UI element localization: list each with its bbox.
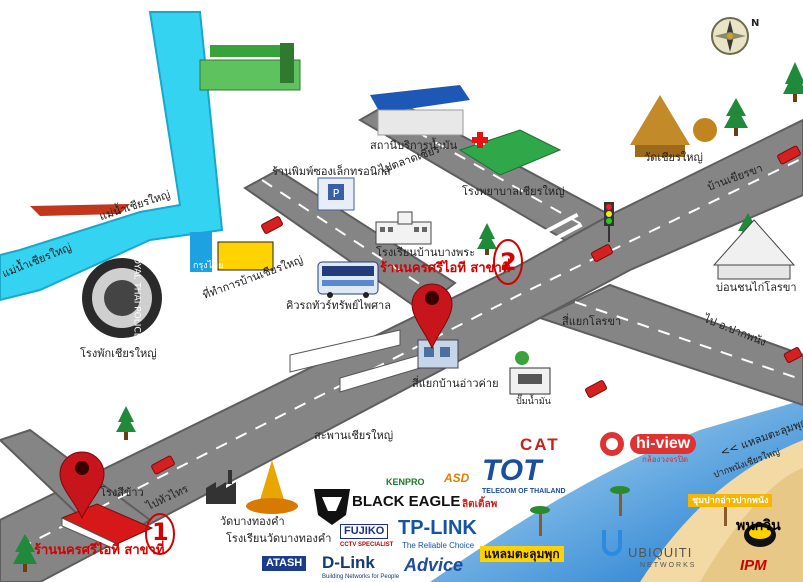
- bridge: [289, 329, 421, 393]
- shop-1-label: ร้านนครศรีไอที สาขาที่: [34, 543, 165, 558]
- ubiquiti-logo-sub: NETWORKS: [640, 562, 697, 569]
- gold-school-label: โรงเรียนวัดบางทองคำ: [226, 532, 332, 545]
- fujiko-logo: FUJIKO: [340, 524, 389, 539]
- talumpuk-logo: แหลมตะลุมพุก: [480, 546, 564, 562]
- penguin-logo: พนกวิน: [736, 517, 781, 533]
- tplink-logo-sub: The Reliable Choice: [402, 541, 475, 550]
- stadium-label: บ่อนชนไก่โลรขา: [716, 281, 797, 294]
- black-eagle-icon: [314, 489, 350, 525]
- ubiquiti-icon: [602, 530, 622, 556]
- hiview-logo: hi-view: [630, 434, 697, 454]
- atash-logo: ATASH: [262, 556, 307, 571]
- compass-icon: [711, 17, 749, 55]
- hospital-label: โรงพยาบาลเชียรใหญ่: [462, 185, 565, 198]
- kenpro-logo: KENPRO: [386, 477, 425, 487]
- road-markings: [19, 109, 803, 549]
- dlink-logo: D-Link: [322, 553, 375, 572]
- north-label: N: [751, 18, 760, 29]
- ubiquiti-logo: UBIQUITI: [628, 545, 693, 560]
- shop-2-number: 2: [500, 248, 517, 276]
- bus-icon: [317, 261, 379, 298]
- police-seal-text: ROYAL THAI POLICE: [131, 250, 142, 339]
- dlink-logo-sub: Building Networks for People: [322, 574, 400, 580]
- print-shop-icon: P: [317, 177, 355, 211]
- shop-2-label: ร้านนครศรีไอที สาขาที่: [380, 261, 511, 276]
- fujiko-logo-sub: CCTV SPECIALIST: [340, 542, 394, 548]
- print-shop-label: ร้านพิมพ์ซองเล็กทรอนิกส์: [272, 165, 391, 178]
- small-gas-station-icon: [509, 351, 551, 395]
- pak-bang-logo: ชุมปากอ่าวปากพนัง: [688, 494, 773, 507]
- school-icon: [375, 211, 432, 245]
- sitti-logo: ลิตเติ้ลพ: [462, 499, 498, 510]
- shop-1-number: 1: [152, 518, 169, 546]
- police-station-label: โรงพักเชียรใหญ่: [80, 347, 157, 360]
- river: [0, 11, 224, 302]
- svg-text:P: P: [333, 187, 340, 200]
- hospital-icon: [458, 129, 562, 176]
- factory-icon: [206, 470, 236, 504]
- gas-station-icon: [199, 43, 301, 91]
- shop-2-number-badge: [493, 239, 523, 285]
- gas-station-2-icon: [370, 85, 470, 136]
- car-icons: [151, 145, 803, 475]
- hiview-icon: [600, 432, 624, 456]
- asd-logo: ASD: [444, 471, 470, 485]
- stadium-icon: [712, 219, 796, 280]
- tot-logo: TOT: [482, 454, 542, 487]
- junction-ao-khai-label: สี่แยกบ้านอ่าวค่าย: [412, 377, 499, 390]
- police-seal-icon: [82, 258, 162, 338]
- school-label: โรงเรียนบ้านบางพระ: [376, 246, 476, 259]
- cat-logo: CAT: [520, 435, 560, 454]
- gold-temple-label: วัดบางทองคำ: [220, 515, 285, 528]
- junction-loesai-label: สี่แยกโลรขา: [562, 315, 622, 328]
- advice-logo: Advice: [404, 555, 464, 575]
- ipm-logo: IPM: [740, 557, 767, 574]
- temple-label: วัดเชียรใหญ่: [644, 151, 703, 164]
- bus-stop-label: คิวรถทัวร์ทรัพย์ไพศาล: [286, 299, 391, 312]
- crosswalks: [469, 212, 583, 286]
- small-gas-station-label: ปั๊มน้ำมัน: [516, 397, 551, 407]
- gold-temple-icon: [246, 460, 298, 514]
- temple-icon: [630, 95, 717, 157]
- bank-icon: [190, 232, 274, 272]
- rice-mill-label: โรงสีข้าว: [100, 486, 144, 499]
- gas-station-2-label: สถานีบริการน้ำมัน: [370, 139, 458, 152]
- bank-name-label: กรุงไทย: [193, 261, 224, 271]
- hiview-logo-sub: กล้องวงจรปิด: [642, 455, 689, 464]
- penguin-icon: [744, 523, 776, 547]
- traffic-light-icon: [604, 202, 614, 242]
- shop-1-number-badge: [145, 513, 175, 555]
- tot-logo-sub: TELECOM OF THAILAND: [482, 488, 566, 495]
- location-pin-shop-1-icon[interactable]: [59, 451, 105, 520]
- palm-tree-icons: [530, 486, 735, 536]
- boat-icon: [30, 204, 130, 216]
- bridge-label: สะพานเชียรใหญ่: [314, 429, 394, 442]
- tplink-logo: TP-LINK: [398, 517, 477, 539]
- shop-2-building-icon: [417, 339, 459, 369]
- location-pin-shop-2-icon[interactable]: [411, 283, 453, 350]
- black-eagle-logo: BLACK EAGLE: [352, 493, 461, 510]
